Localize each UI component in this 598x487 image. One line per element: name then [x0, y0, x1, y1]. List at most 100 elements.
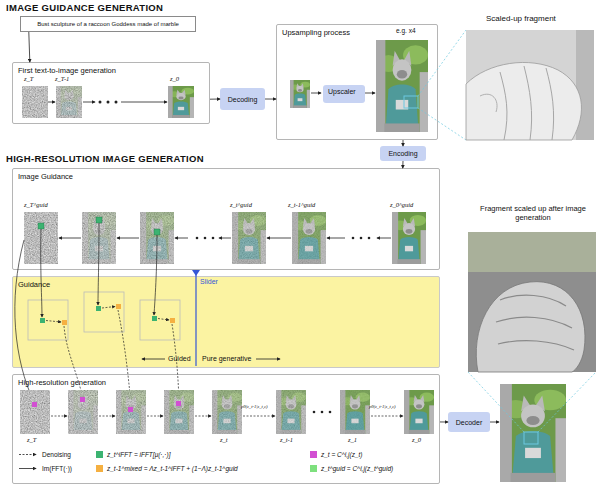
guidance-thumbnails-part — [360, 237, 363, 240]
prompt-box: Bust sculpture of a raccoon Goddess made… — [20, 16, 196, 32]
scaled-fragment-part — [576, 30, 594, 140]
guidance-mixing-part — [172, 324, 179, 400]
generation-panel: First text-to-image generation — [12, 62, 210, 124]
first-generation-thumbnails-part — [115, 101, 118, 104]
guidance-thumbnails-part — [377, 238, 391, 239]
guidance-thumbnails-part — [212, 237, 215, 240]
high-resolution-thumbnails-part — [243, 416, 275, 417]
connector-arrow — [29, 32, 30, 62]
legend-line-sample — [19, 468, 36, 469]
high-resolution-thumbnails-part — [321, 411, 324, 414]
first-generation-thumbnails — [22, 86, 194, 118]
guidance-mixing-part — [170, 318, 175, 323]
slider — [142, 270, 280, 366]
node-label: First text-to-image generation — [18, 66, 116, 75]
high-resolution-thumbnails-part — [329, 411, 332, 414]
guidance-panel: Guidance — [12, 276, 440, 368]
guidance-thumbnails-part — [82, 212, 116, 264]
first-generation-thumbnails-part — [107, 101, 110, 104]
guidance-thumbnails-part — [196, 237, 199, 240]
high-resolution-thumbnails-part — [116, 390, 146, 434]
high-resolution-thumbnails — [20, 390, 434, 434]
guidance-thumbnails-part — [204, 237, 207, 240]
high-resolution-thumbnails-part — [176, 401, 181, 406]
guidance-mixing-part — [64, 326, 83, 398]
slider-part — [195, 274, 196, 366]
guidance-mixing-part — [102, 307, 115, 309]
node-label: Upscaler — [328, 88, 356, 95]
connector-arrow — [403, 140, 404, 146]
high-resolution-panel: High-resolution generation — [12, 374, 440, 484]
node-label: Guidance — [18, 280, 50, 289]
upsampling-images-part — [290, 80, 310, 108]
upsampling-images-part — [376, 40, 428, 132]
high-resolution-thumbnails-part — [212, 390, 242, 434]
high-resolution-thumbnails-part — [80, 397, 85, 402]
connector-arrow — [210, 99, 220, 100]
guidance-mixing — [15, 223, 180, 406]
first-generation-thumbnails-part — [22, 86, 48, 118]
first-generation-thumbnails-part — [56, 86, 82, 118]
guidance-mixing-part — [15, 240, 34, 402]
final-output-part — [468, 232, 596, 372]
high-resolution-thumbnails-part — [99, 416, 115, 417]
guidance-thumbnails-part — [38, 223, 44, 229]
upsampling-images-part — [365, 93, 375, 94]
guidance-thumbnails — [24, 212, 426, 264]
final-output — [468, 232, 596, 482]
guidance-mixing-part — [84, 292, 124, 332]
high-resolution-thumbnails-part — [68, 390, 98, 434]
guidance-mixing-part — [28, 300, 68, 340]
guidance-thumbnails-part — [96, 217, 102, 223]
guidance-thumbnails-part — [59, 238, 81, 239]
guidance-mixing-part — [96, 306, 101, 311]
high-resolution-thumbnails-part — [164, 390, 194, 434]
high-resolution-thumbnails-part — [32, 402, 37, 407]
high-resolution-thumbnails-part — [128, 407, 133, 412]
guidance-mixing-part — [116, 304, 121, 309]
scaled-fragment-part — [546, 68, 554, 140]
decoding-box: Decoding — [220, 88, 265, 110]
guidance-thumbnails-part — [232, 212, 266, 264]
guidance-thumbnails-part — [352, 237, 355, 240]
first-generation-thumbnails-part — [56, 86, 82, 118]
guidance-mixing-part — [62, 320, 67, 325]
high-resolution-thumbnails-part — [147, 416, 163, 417]
scaled-fragment-part — [466, 62, 581, 140]
scaled-fragment-part — [524, 66, 532, 140]
node-label: High-resolution generation — [18, 378, 106, 387]
guidance-mixing-part — [152, 316, 157, 321]
slider-part — [256, 359, 280, 360]
guidance-thumbnails-part — [368, 237, 371, 240]
image-guidance-panel: Image Guidance — [12, 168, 440, 270]
final-output-part — [468, 372, 524, 432]
final-output-part — [496, 317, 572, 328]
high-resolution-thumbnails-part — [195, 416, 211, 417]
node-label: Upsampling process — [282, 28, 350, 37]
section-heading: IMAGE GUIDANCE GENERATION — [6, 2, 163, 13]
guidance-mixing-part — [158, 319, 169, 321]
decoder-box: Decoder — [448, 412, 490, 432]
final-output-part — [538, 372, 596, 432]
guidance-thumbnails-part — [24, 212, 58, 264]
guidance-thumbnails-part — [154, 229, 160, 235]
high-resolution-thumbnails-part — [313, 411, 316, 414]
final-output-part — [498, 341, 574, 350]
fragment-caption: Fragment scaled up after image generatio… — [468, 204, 598, 222]
first-generation-thumbnails-part — [121, 102, 167, 103]
guidance-thumbnails-part — [232, 212, 266, 264]
upscaler-box: Upscaler — [323, 85, 365, 103]
high-resolution-thumbnails-part — [276, 390, 306, 434]
high-resolution-thumbnails-part — [68, 390, 98, 434]
guidance-thumbnails-part — [219, 238, 231, 239]
upsampling-images — [290, 30, 466, 140]
first-generation-thumbnails-part — [99, 101, 102, 104]
guidance-mixing-part — [41, 229, 42, 317]
guidance-thumbnails-part — [267, 238, 291, 239]
final-output-part — [476, 282, 585, 372]
high-resolution-thumbnails-part — [164, 390, 194, 434]
upsampling-images-part — [418, 30, 466, 96]
node-label: Decoder — [456, 419, 482, 426]
connector-arrow — [440, 421, 448, 422]
high-resolution-thumbnails-part — [340, 390, 370, 434]
